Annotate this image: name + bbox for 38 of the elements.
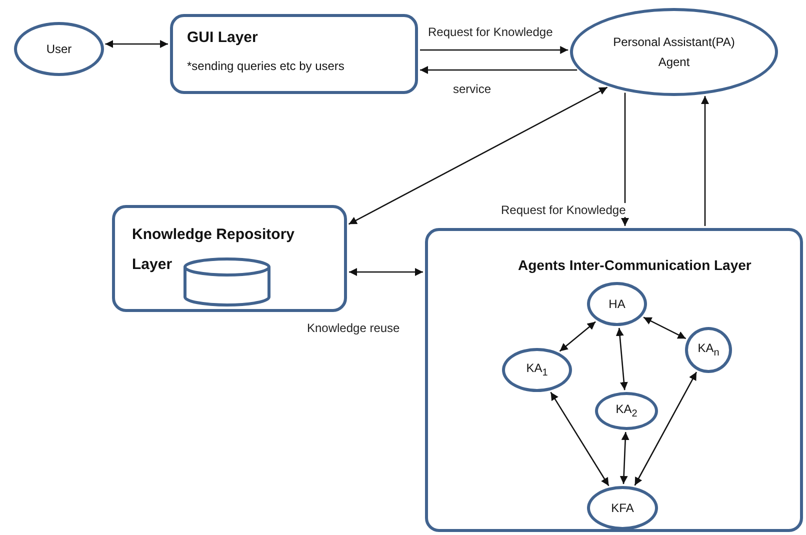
agent-name: Personal Assistant(PA) Agent — [612, 34, 736, 71]
layer-box — [112, 205, 347, 312]
arrow — [621, 92, 629, 226]
layer-title: Agents Inter-Communication Layer — [518, 257, 752, 273]
agent-ellipse — [14, 22, 104, 76]
arrow — [559, 321, 596, 352]
layer-title: GUI Layer — [187, 29, 258, 46]
agent-ellipse — [595, 392, 658, 430]
layer-box — [425, 228, 803, 532]
edge-label: Knowledge reuse — [305, 321, 402, 335]
arrow — [105, 40, 168, 48]
edge-label: Request for Knowledge — [499, 203, 628, 217]
agent-name: KA$_{2}$ — [616, 401, 638, 422]
arrow — [620, 432, 630, 484]
arrow — [643, 316, 686, 340]
arrow — [349, 268, 423, 276]
arrow — [550, 392, 610, 486]
agent-name: KA$_{1}$ — [526, 360, 548, 381]
agent-name: KFA — [611, 500, 634, 517]
agent-name: HA — [608, 296, 626, 313]
edge-label: service — [451, 82, 494, 96]
agent-ellipse — [570, 8, 778, 96]
layer-note: *sending queries etc by users — [187, 59, 344, 73]
arrow — [348, 86, 608, 225]
agent-ellipse — [502, 348, 572, 392]
arrow — [634, 372, 698, 486]
arrow — [616, 328, 628, 390]
layer-title: Knowledge Repository Layer — [132, 225, 296, 275]
agent-name: User — [46, 40, 72, 58]
arrow — [420, 46, 568, 54]
arrow — [701, 96, 709, 226]
agent-ellipse — [587, 486, 658, 530]
agent-name: KA$_{n}$ — [698, 340, 720, 361]
agent-ellipse — [685, 327, 732, 373]
edge-label: Request for Knowledge — [426, 25, 555, 39]
layer-box — [170, 14, 418, 94]
agent-ellipse — [587, 282, 647, 326]
arrow — [420, 66, 578, 74]
